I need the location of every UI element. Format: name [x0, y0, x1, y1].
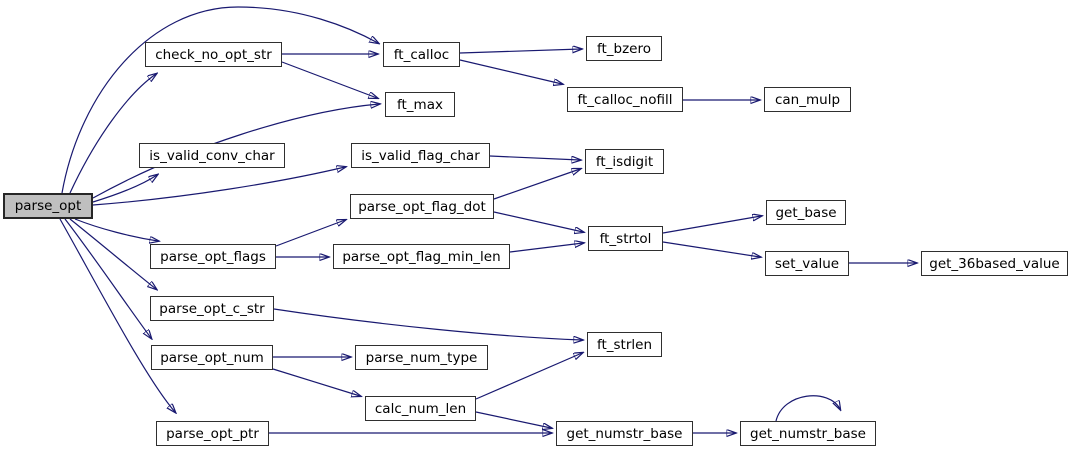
node-is_valid_conv_char[interactable]: is_valid_conv_char [139, 143, 285, 168]
node-can_mulp[interactable]: can_mulp [764, 87, 851, 112]
node-ft_bzero[interactable]: ft_bzero [586, 36, 662, 61]
edge-parse_opt-check_no_opt_str [69, 74, 156, 194]
node-parse_num_type[interactable]: parse_num_type [355, 345, 488, 370]
node-parse_opt_num[interactable]: parse_opt_num [151, 345, 273, 370]
edge-parse_opt-is_valid_conv_char [92, 175, 157, 203]
edge-parse_opt-parse_opt_num [64, 218, 151, 338]
node-ft_isdigit[interactable]: ft_isdigit [585, 149, 664, 174]
node-parse_opt_flags[interactable]: parse_opt_flags [150, 244, 276, 269]
node-is_valid_flag_char[interactable]: is_valid_flag_char [351, 143, 490, 168]
edge-parse_opt_c_str-ft_strlen [273, 308, 582, 340]
node-ft_calloc_nofill[interactable]: ft_calloc_nofill [567, 87, 683, 112]
node-ft_max[interactable]: ft_max [385, 92, 455, 117]
edge-is_valid_flag_char-ft_isdigit [489, 155, 580, 160]
edge-parse_opt-parse_opt_c_str [69, 218, 156, 289]
edge-ft_calloc-ft_calloc_nofill [459, 59, 562, 84]
node-parse_opt_flag_min_len[interactable]: parse_opt_flag_min_len [333, 244, 510, 269]
edge-ft_calloc-ft_bzero [459, 49, 581, 53]
edge-parse_opt_flag_min_len-ft_strtol [509, 243, 583, 253]
edge-calc_num_len-ft_strlen [475, 353, 582, 400]
node-get_base[interactable]: get_base [766, 200, 846, 225]
node-get_numstr_base[interactable]: get_numstr_base [556, 421, 693, 446]
edge-parse_opt_num-calc_num_len [272, 368, 360, 396]
edge-ft_strtol-set_value [662, 241, 760, 257]
node-set_value[interactable]: set_value [765, 251, 849, 276]
edge-calc_num_len-get_numstr_base [475, 411, 551, 428]
node-get_numstr_base-2[interactable]: get_numstr_base [740, 421, 876, 446]
edge-check_no_opt_str-ft_max [281, 61, 377, 98]
node-get_36based_value[interactable]: get_36based_value [921, 251, 1068, 276]
node-parse_opt_ptr[interactable]: parse_opt_ptr [156, 421, 269, 446]
edge-get_numstr_base_2-self-loop [775, 395, 840, 422]
node-parse_opt_c_str[interactable]: parse_opt_c_str [150, 296, 274, 321]
node-ft_strlen[interactable]: ft_strlen [587, 332, 662, 357]
node-parse_opt: parse_opt [3, 193, 93, 219]
node-calc_num_len[interactable]: calc_num_len [365, 396, 476, 421]
edge-parse_opt_flag_dot-ft_isdigit [493, 169, 580, 200]
edge-parse_opt_flag_dot-ft_strtol [493, 211, 583, 232]
edge-parse_opt_flags-parse_opt_flag_dot [275, 220, 345, 247]
edge-ft_strtol-get_base [662, 216, 761, 234]
edge-parse_opt-parse_opt_flags [74, 218, 158, 241]
edge-parse_opt-is_valid_flag_char [92, 167, 345, 206]
node-ft_calloc[interactable]: ft_calloc [383, 42, 460, 67]
node-check_no_opt_str[interactable]: check_no_opt_str [145, 42, 282, 67]
node-ft_strtol[interactable]: ft_strtol [588, 226, 663, 251]
node-parse_opt_flag_dot[interactable]: parse_opt_flag_dot [350, 194, 494, 219]
